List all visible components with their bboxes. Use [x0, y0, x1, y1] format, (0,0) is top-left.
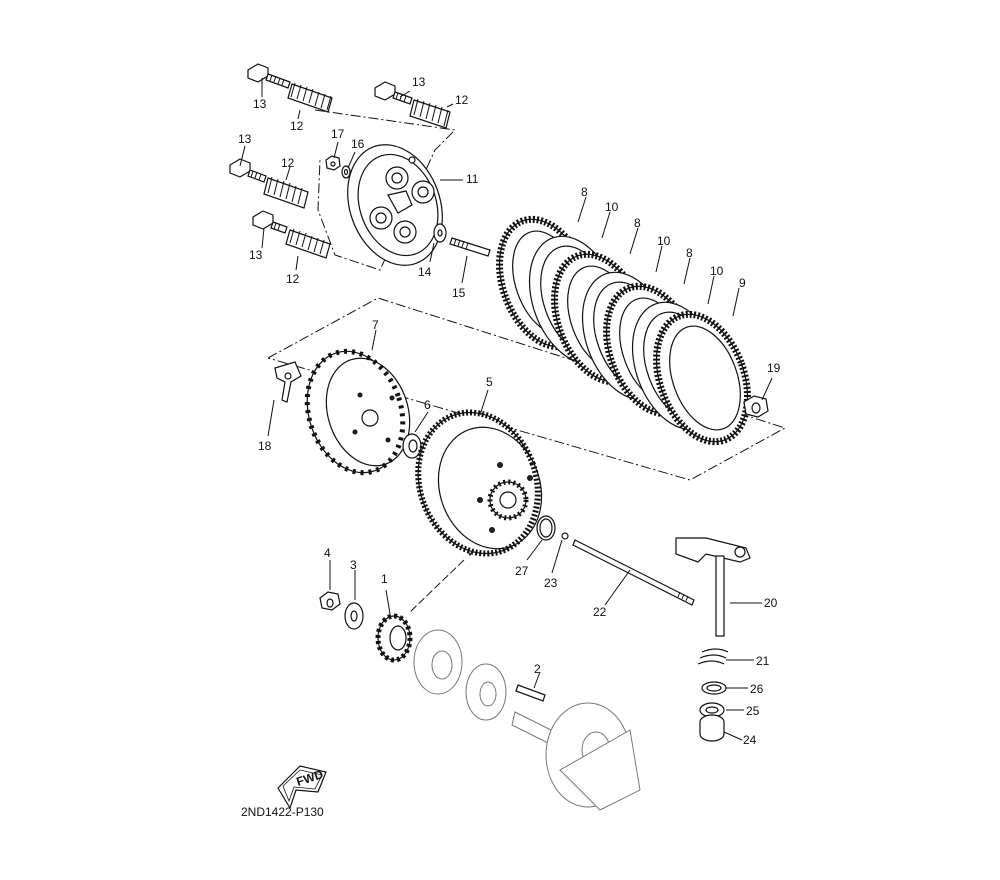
lock-washer-18[interactable] — [274, 361, 302, 403]
callout-9: 9 — [739, 276, 746, 290]
callout-10: 10 — [605, 200, 619, 214]
crankshaft-ghost — [413, 629, 641, 811]
diagram-code: 2ND1422-P130 — [241, 805, 324, 819]
oil-seal-25[interactable] — [699, 702, 725, 718]
spring-21[interactable] — [697, 648, 729, 665]
callout-22: 22 — [593, 605, 607, 619]
bearing-24[interactable] — [699, 714, 725, 742]
washer-14[interactable] — [433, 223, 447, 243]
clutch-bolt-13-c[interactable] — [229, 158, 267, 183]
callout-13: 13 — [238, 132, 252, 146]
callout-12: 12 — [281, 156, 295, 170]
callout-27: 27 — [515, 564, 529, 578]
primary-drive-gear-1[interactable] — [375, 613, 413, 663]
pressure-plate-11[interactable] — [332, 131, 459, 278]
callout-13: 13 — [253, 97, 267, 111]
callout-19: 19 — [767, 361, 781, 375]
nut-19[interactable] — [743, 395, 769, 418]
leader-lines — [239, 78, 773, 741]
callout-17: 17 — [331, 127, 345, 141]
callout-12: 12 — [286, 272, 300, 286]
clutch-spring-12-a[interactable] — [287, 82, 333, 113]
callout-8: 8 — [634, 216, 641, 230]
washer-6[interactable] — [402, 433, 422, 459]
callout-16: 16 — [351, 137, 365, 151]
callout-25: 25 — [746, 704, 760, 718]
washer-16[interactable] — [341, 165, 351, 179]
callout-13: 13 — [412, 75, 426, 89]
callout-2: 2 — [534, 662, 541, 676]
callout-13: 13 — [249, 248, 263, 262]
assembly-outlines — [267, 109, 787, 481]
circlip-26[interactable] — [701, 681, 727, 695]
clutch-boss-7[interactable] — [292, 339, 423, 485]
push-rod-15[interactable] — [449, 237, 491, 257]
washer-3[interactable] — [344, 602, 364, 630]
callout-18: 18 — [258, 439, 272, 453]
o-ring-27[interactable] — [536, 515, 556, 541]
nut-17[interactable] — [325, 155, 341, 171]
key-2[interactable] — [515, 684, 546, 702]
callout-4: 4 — [324, 546, 331, 560]
callout-10: 10 — [657, 234, 671, 248]
callout-26: 26 — [750, 682, 764, 696]
callout-14: 14 — [418, 265, 432, 279]
clutch-spring-12-d[interactable] — [285, 228, 331, 259]
callout-11: 11 — [466, 172, 479, 186]
clutch-spring-12-c[interactable] — [263, 176, 309, 209]
clutch-bolt-13-a[interactable] — [247, 63, 291, 89]
clutch-housing-5[interactable] — [399, 396, 558, 571]
callout-6: 6 — [424, 398, 431, 412]
callout-12: 12 — [455, 93, 469, 107]
callout-24: 24 — [743, 733, 757, 747]
friction-plate-9[interactable] — [640, 302, 764, 455]
callout-1: 1 — [381, 572, 388, 586]
callout-20: 20 — [764, 596, 778, 610]
clutch-spring-12-b[interactable] — [409, 98, 451, 129]
callout-12: 12 — [290, 119, 304, 133]
nut-4[interactable] — [319, 591, 341, 611]
clutch-bolt-13-d[interactable] — [252, 210, 288, 234]
callout-7: 7 — [372, 318, 379, 332]
push-lever-axle-20[interactable] — [675, 537, 751, 637]
callout-23: 23 — [544, 576, 558, 590]
clutch-bolt-13-b[interactable] — [374, 81, 413, 105]
callout-5: 5 — [486, 375, 493, 389]
callout-8: 8 — [686, 246, 693, 260]
callout-15: 15 — [452, 286, 466, 300]
fwd-arrow-icon: FWD — [277, 765, 327, 810]
callout-21: 21 — [756, 654, 770, 668]
callout-8: 8 — [581, 185, 588, 199]
push-rod-22[interactable] — [572, 539, 695, 606]
callout-labels: 1234567888910101011121212121313131314151… — [238, 75, 781, 747]
ball-23[interactable] — [561, 532, 569, 540]
callout-10: 10 — [710, 264, 724, 278]
callout-3: 3 — [350, 558, 357, 572]
